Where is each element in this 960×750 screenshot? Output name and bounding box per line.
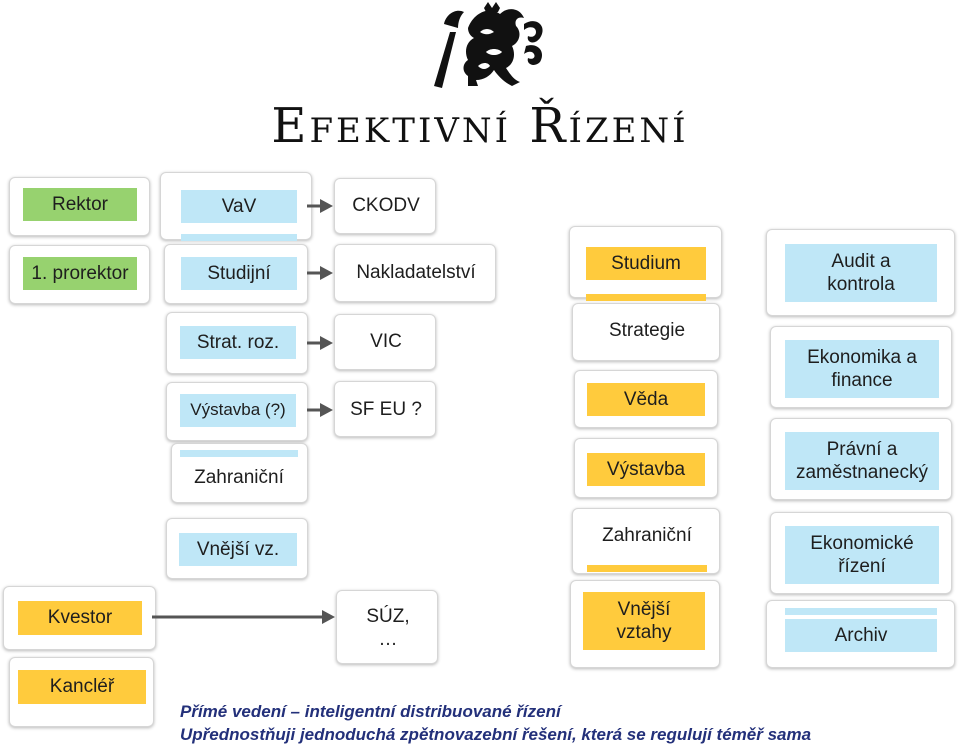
vav-label: VaV	[181, 190, 297, 223]
archiv-label: Archiv	[785, 619, 937, 652]
strategie-label: Strategie	[581, 312, 713, 350]
card-rektor: Rektor	[9, 177, 150, 236]
vnejsi-vz-label: Vnější vz.	[179, 533, 297, 566]
suz-label: SÚZ, …	[345, 599, 431, 657]
vav-tab	[181, 234, 297, 241]
card-prorektor: 1. prorektor	[9, 245, 150, 304]
card-vnejsi-vz: Vnější vz.	[166, 518, 308, 579]
arrow-right-icon	[307, 199, 333, 213]
card-pravni: Právní a zaměstnanecký	[770, 418, 952, 500]
ekonomika-line1: Ekonomika a	[807, 346, 917, 368]
card-zahranicni-2: Zahraniční	[171, 443, 308, 503]
card-strategie: Strategie	[572, 303, 720, 361]
card-vic: VIC	[334, 314, 436, 370]
lion-logo-icon	[434, 2, 543, 88]
zahranicni-2-label: Zahraniční	[180, 461, 298, 494]
note-line2: Upřednostňuji jednoduchá zpětnovazební ř…	[180, 725, 812, 744]
arrow-right-icon	[307, 336, 333, 350]
page-title: Efektivní Řízení	[271, 98, 689, 154]
rektor-label: Rektor	[23, 188, 137, 221]
card-zahranicni-4: Zahraniční	[572, 508, 720, 574]
vnejsi-line1: Vnější	[617, 598, 671, 620]
vic-label: VIC	[343, 323, 429, 361]
vystavba-label: Výstavba	[587, 453, 705, 486]
ekonomika-line2: finance	[831, 370, 893, 391]
zahranicni-4-label: Zahraniční	[581, 517, 713, 555]
arrow-right-icon	[152, 610, 335, 624]
card-sf-eu: SF EU ?	[334, 381, 436, 437]
sf-eu-label: SF EU ?	[343, 391, 429, 429]
ekonomicke-line2: řízení	[838, 556, 886, 577]
card-kancler: Kancléř	[9, 657, 154, 727]
card-archiv: Archiv	[766, 600, 955, 668]
audit-line1: Audit a	[831, 250, 891, 272]
pravni-label: Právní a zaměstnanecký	[785, 432, 939, 490]
vystavba-q-label: Výstavba (?)	[180, 394, 296, 427]
studijni-label: Studijní	[181, 257, 297, 290]
arrow-right-icon	[307, 403, 333, 417]
kancler-label: Kancléř	[18, 670, 146, 704]
zahranicni-2-tab	[180, 450, 298, 457]
kvestor-label: Kvestor	[18, 601, 142, 635]
arrow-right-icon	[307, 266, 333, 280]
zahranicni-4-tab	[587, 565, 707, 572]
audit-line2: kontrola	[827, 274, 895, 295]
card-ckodv: CKODV	[334, 178, 436, 234]
archiv-tab	[785, 608, 937, 615]
card-veda: Věda	[574, 370, 718, 428]
card-studijni: Studijní	[164, 244, 308, 304]
audit-label: Audit a kontrola	[785, 244, 937, 302]
suz-text: SÚZ,	[366, 605, 410, 627]
vnejsi-line2: vztahy	[616, 622, 672, 643]
card-ekonomika: Ekonomika a finance	[770, 326, 952, 408]
nakladatelstvi-label: Nakladatelství	[341, 254, 491, 292]
note-line1: Přímé vedení – inteligentní distribuovan…	[180, 702, 561, 721]
vnejsi-vztahy-label: Vnější vztahy	[583, 592, 705, 650]
card-audit: Audit a kontrola	[766, 229, 955, 316]
pravni-line1: Právní a	[826, 438, 898, 460]
ekonomika-label: Ekonomika a finance	[785, 340, 939, 398]
prorektor-label: 1. prorektor	[23, 257, 137, 290]
ekonomicke-label: Ekonomické řízení	[785, 526, 939, 584]
card-suz: SÚZ, …	[336, 590, 438, 664]
studium-label: Studium	[586, 247, 706, 280]
ekonomicke-line1: Ekonomické	[810, 532, 914, 554]
card-strat-roz: Strat. roz.	[166, 312, 308, 374]
card-vystavba: Výstavba	[574, 438, 718, 498]
card-ekonomicke: Ekonomické řízení	[770, 512, 952, 594]
card-kvestor: Kvestor	[3, 586, 156, 650]
card-vnejsi-vztahy: Vnější vztahy	[570, 580, 720, 668]
card-nakladatelstvi: Nakladatelství	[334, 244, 496, 302]
suz-more: …	[378, 629, 398, 650]
pravni-line2: zaměstnanecký	[795, 462, 928, 483]
card-studium: Studium	[569, 226, 722, 301]
card-vav: VaV	[160, 172, 312, 241]
ckodv-label: CKODV	[343, 187, 429, 225]
strat-roz-label: Strat. roz.	[180, 326, 296, 359]
studium-tab	[586, 294, 706, 301]
veda-label: Věda	[587, 383, 705, 416]
card-vystavba-q: Výstavba (?)	[166, 382, 308, 441]
